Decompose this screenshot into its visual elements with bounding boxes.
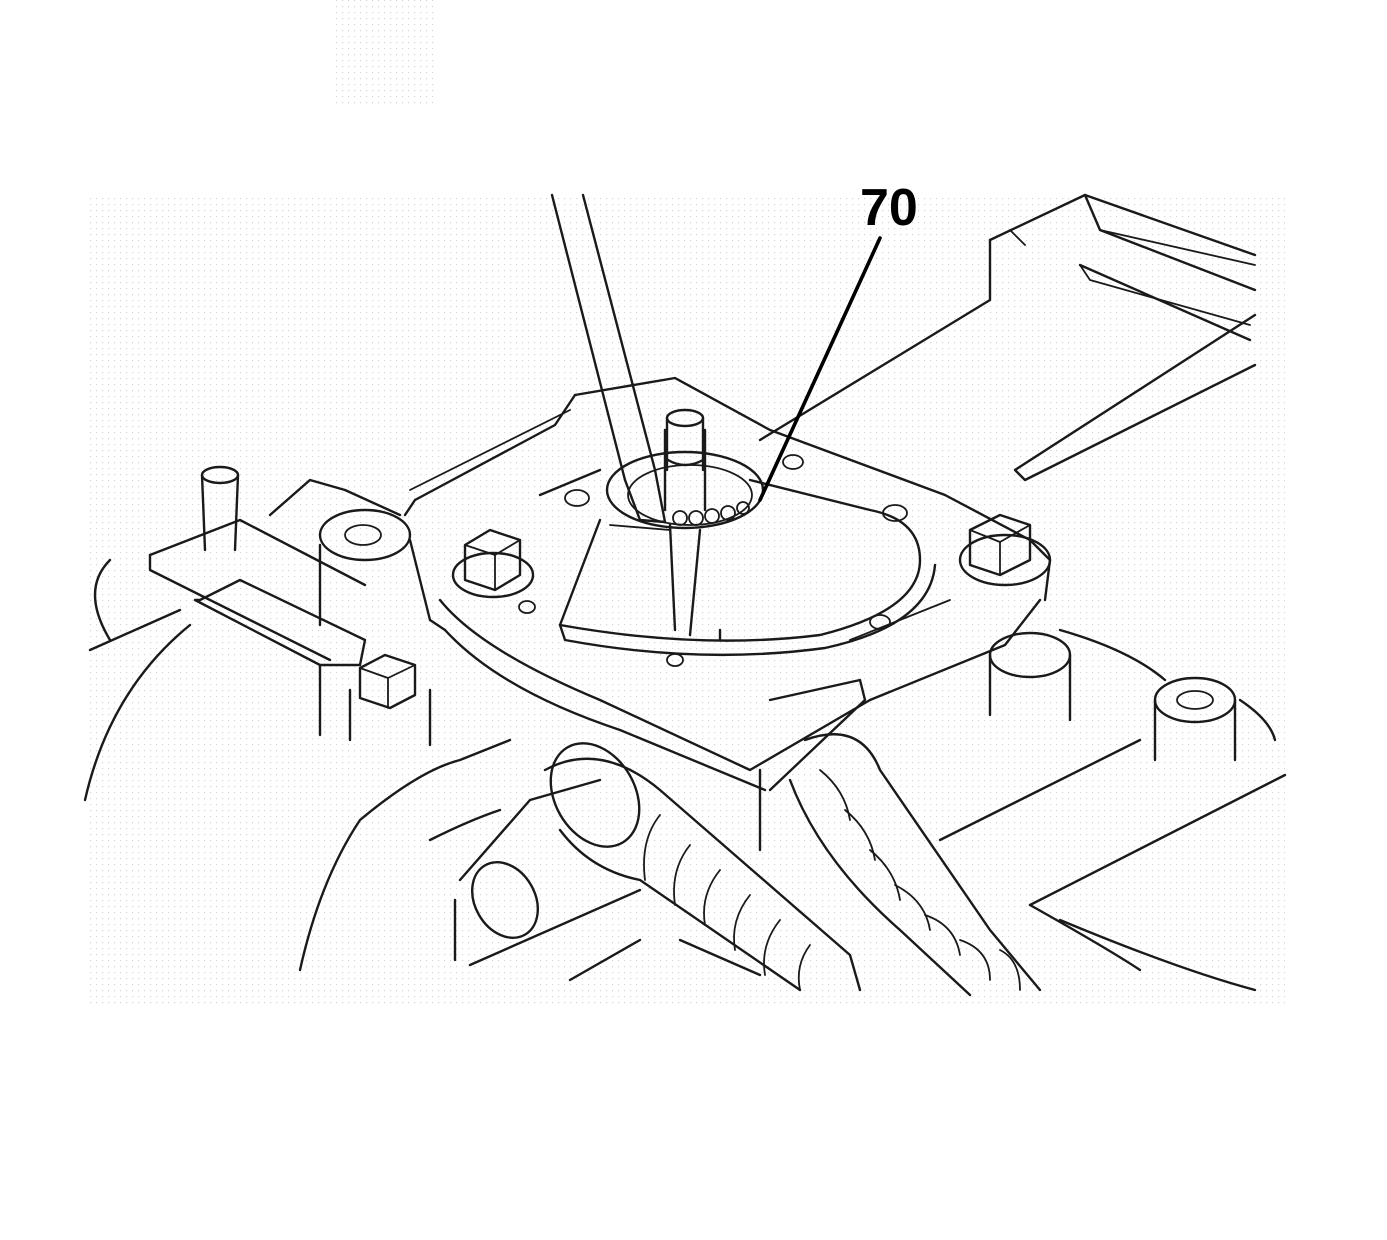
callout-label: 70 <box>860 179 918 237</box>
hose-left <box>453 742 862 992</box>
housing <box>403 376 1052 792</box>
bolt-right <box>958 513 1052 587</box>
mounting-holes <box>518 454 908 667</box>
hose-right <box>758 678 1042 997</box>
sector-plate <box>558 478 937 657</box>
right-cylinders <box>988 628 1277 762</box>
lower-left-surface <box>298 738 762 982</box>
callout-leader-line <box>758 236 882 502</box>
shaft-bearing <box>605 408 765 530</box>
stipple-background <box>90 0 1285 1005</box>
right-tool-plate <box>758 193 1257 482</box>
bearing-balls <box>672 501 750 526</box>
left-lever <box>83 465 432 802</box>
bolt-lower-left <box>348 653 432 747</box>
bolt-left <box>451 528 535 599</box>
screwdriver <box>550 193 667 524</box>
lower-right-rails <box>849 599 1287 992</box>
